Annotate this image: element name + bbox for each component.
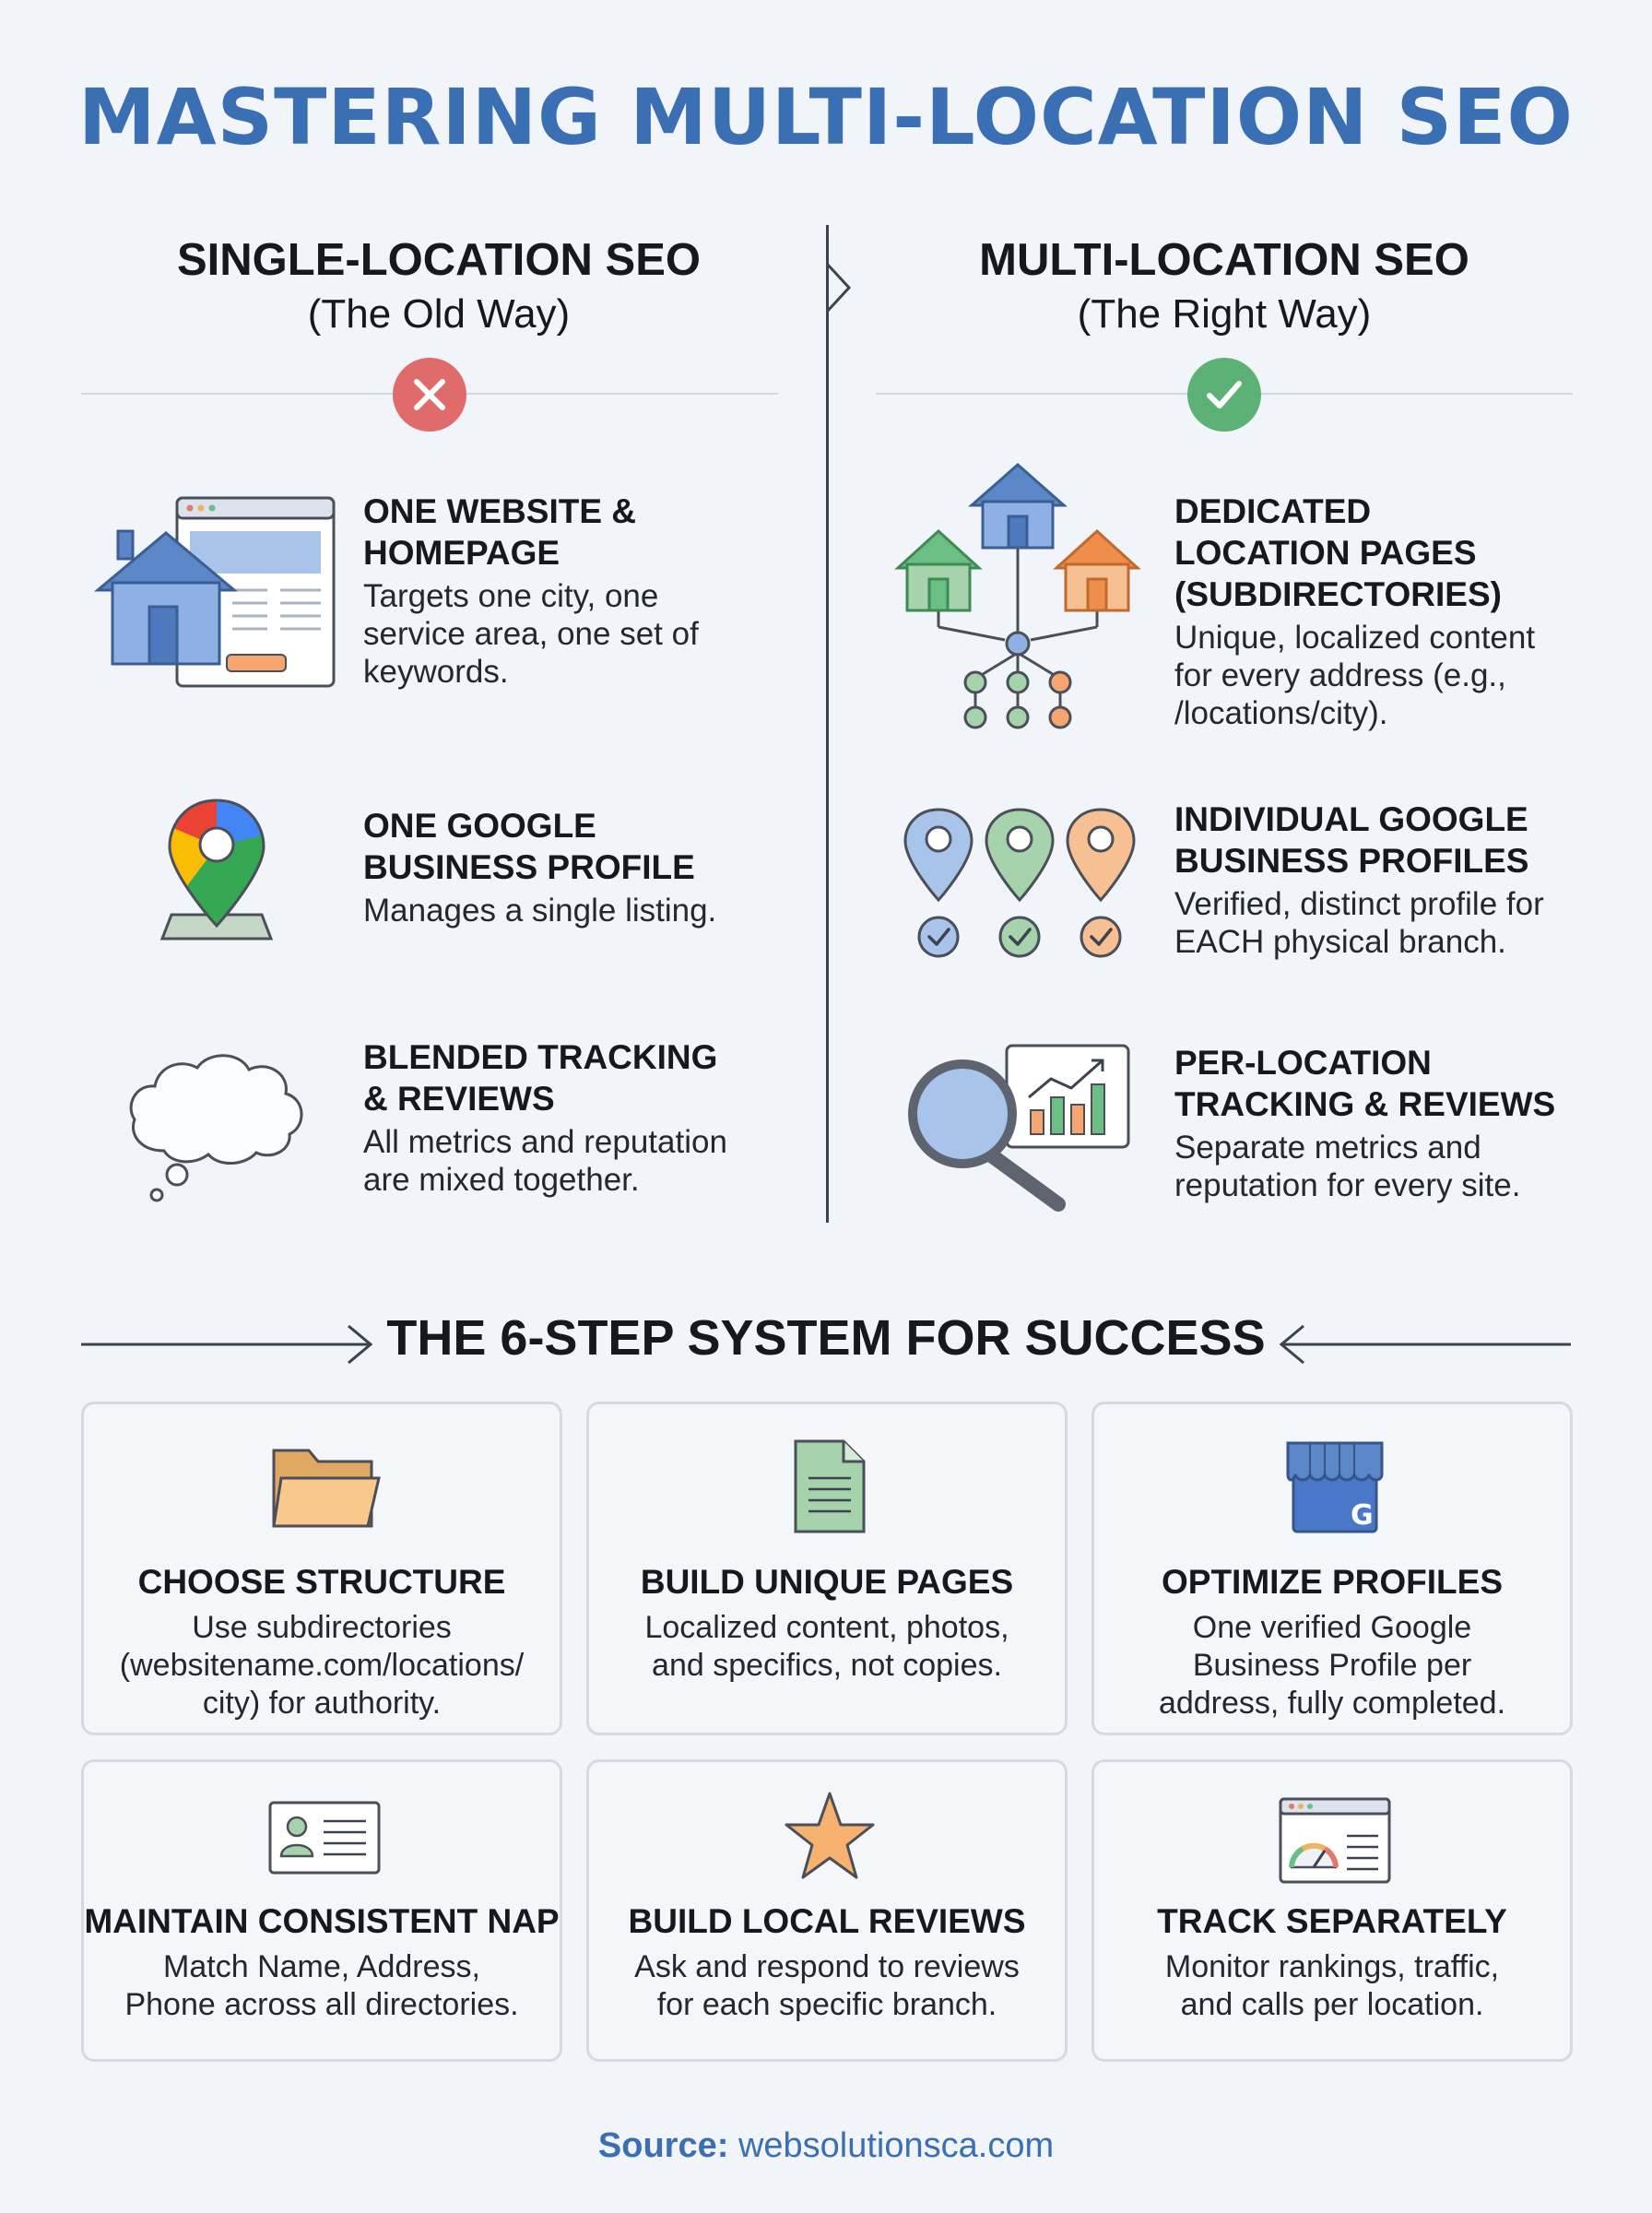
left-feature-3: BLENDED TRACKING& REVIEWS All metrics an… bbox=[363, 1036, 727, 1199]
right-column-header: MULTI-LOCATION SEO (The Right Way) bbox=[874, 234, 1575, 337]
step-description: Localized content, photos,and specifics,… bbox=[644, 1610, 1009, 1683]
svg-text:G: G bbox=[1351, 1499, 1374, 1532]
arrow-left-icon bbox=[1279, 1324, 1571, 1365]
location-tree-icon bbox=[894, 463, 1141, 729]
magnifier-chart-icon bbox=[908, 1044, 1130, 1212]
folder-icon bbox=[272, 1449, 381, 1528]
multi-pin-icon bbox=[903, 808, 1136, 958]
thought-cloud-icon bbox=[129, 1054, 303, 1202]
step-card-track-separately: TRACK SEPARATELY Monitor rankings, traff… bbox=[1092, 1759, 1573, 2062]
step-card-build-unique-pages: BUILD UNIQUE PAGES Localized content, ph… bbox=[586, 1402, 1068, 1735]
column-divider bbox=[826, 225, 829, 1223]
left-column-subheading: (The Old Way) bbox=[307, 291, 571, 337]
right-column-heading: MULTI-LOCATION SEO bbox=[979, 235, 1469, 285]
feature-title: ONE WEBSITE &HOMEPAGE bbox=[363, 492, 637, 572]
feature-description: Manages a single listing. bbox=[363, 893, 717, 929]
feature-title: BLENDED TRACKING& REVIEWS bbox=[363, 1038, 718, 1118]
source-link[interactable]: websolutionsca.com bbox=[738, 2126, 1055, 2165]
page-title: MASTERING MULTI-LOCATION SEO bbox=[78, 72, 1574, 162]
document-icon bbox=[794, 1439, 866, 1533]
storefront-icon: G bbox=[1286, 1441, 1384, 1533]
left-column-header: SINGLE-LOCATION SEO (The Old Way) bbox=[88, 234, 789, 337]
steps-heading: THE 6-STEP SYSTEM FOR SUCCESS bbox=[386, 1310, 1266, 1366]
check-icon bbox=[1187, 358, 1261, 432]
chevron-right-icon bbox=[825, 262, 852, 314]
step-title: OPTIMIZE PROFILES bbox=[1161, 1563, 1504, 1601]
step-card-choose-structure: CHOOSE STRUCTURE Use subdirectories(webs… bbox=[81, 1402, 562, 1735]
step-title: TRACK SEPARATELY bbox=[1157, 1902, 1507, 1940]
right-column-subheading: (The Right Way) bbox=[1077, 291, 1372, 337]
google-map-pin-icon bbox=[159, 799, 274, 941]
step-title: CHOOSE STRUCTURE bbox=[137, 1563, 506, 1601]
star-icon bbox=[785, 1792, 875, 1879]
source-line: Source: websolutionsca.com bbox=[0, 2126, 1652, 2166]
step-title: BUILD UNIQUE PAGES bbox=[640, 1563, 1014, 1601]
source-label: Source: bbox=[597, 2126, 729, 2165]
left-feature-1: ONE WEBSITE &HOMEPAGE Targets one city, … bbox=[363, 491, 699, 691]
arrow-right-icon bbox=[81, 1324, 373, 1365]
website-house-icon bbox=[93, 496, 336, 688]
step-card-build-local-reviews: BUILD LOCAL REVIEWS Ask and respond to r… bbox=[586, 1759, 1068, 2062]
dashboard-icon bbox=[1279, 1797, 1391, 1884]
step-title: MAINTAIN CONSISTENT NAP bbox=[84, 1902, 560, 1940]
contact-card-icon bbox=[268, 1801, 381, 1875]
step-description: Match Name, Address,Phone across all dir… bbox=[124, 1949, 519, 2022]
step-description: Use subdirectories(websitename.com/locat… bbox=[119, 1610, 525, 1721]
step-title: BUILD LOCAL REVIEWS bbox=[628, 1902, 1026, 1940]
x-icon bbox=[393, 358, 466, 432]
step-description: Monitor rankings, traffic,and calls per … bbox=[1164, 1949, 1500, 2022]
step-card-maintain-consistent-nap: MAINTAIN CONSISTENT NAP Match Name, Addr… bbox=[81, 1759, 562, 2062]
left-column-heading: SINGLE-LOCATION SEO bbox=[176, 235, 702, 285]
